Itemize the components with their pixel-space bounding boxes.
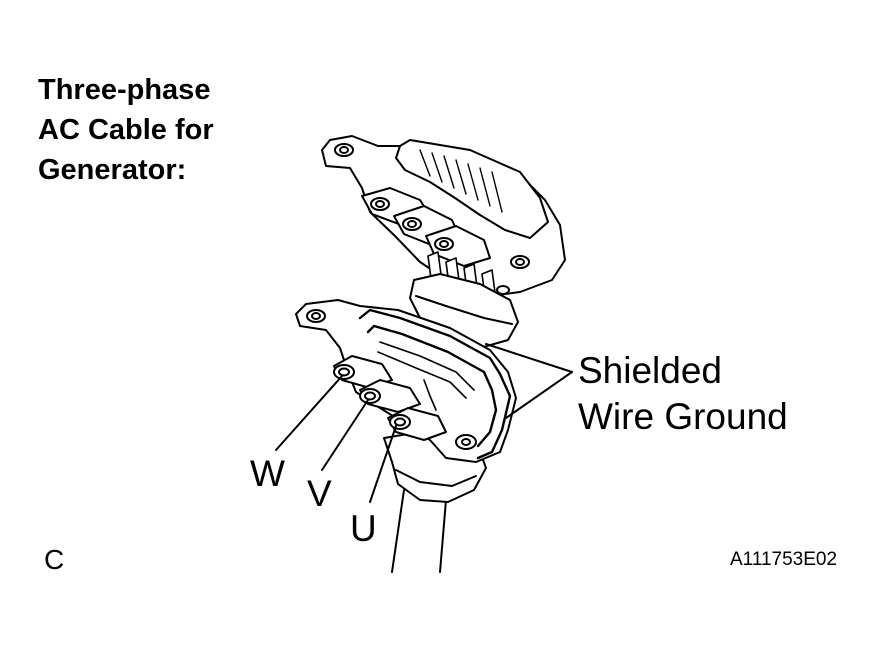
lower-pad-w	[333, 355, 393, 389]
section-letter: C	[44, 544, 65, 575]
lower-pad-v	[359, 379, 421, 413]
figure-id: A111753E02	[730, 549, 838, 570]
leader-shield-upper	[485, 343, 573, 373]
shielded-wire-ground-label: Shielded Wire Ground	[578, 348, 788, 440]
shield-bracket	[358, 308, 512, 460]
leader-lines	[275, 343, 573, 503]
callout-line-1: Shielded	[578, 350, 723, 391]
lower-connector	[295, 299, 517, 573]
diagram-title: Three-phase AC Cable for Generator:	[38, 70, 214, 190]
leader-u	[369, 425, 397, 503]
leader-v	[321, 399, 369, 471]
upper-housing	[395, 139, 549, 239]
callout-line-2: Wire Ground	[578, 396, 788, 437]
upper-ribs	[419, 149, 503, 213]
leader-shield-lower	[505, 371, 573, 419]
three-phase-cable	[391, 489, 447, 573]
phase-label-w: W	[250, 453, 285, 494]
title-line-2: AC Cable for	[38, 114, 214, 146]
phase-label-v: V	[307, 473, 332, 514]
title-line-3: Generator:	[38, 154, 187, 186]
shield-bracket-inner	[377, 341, 475, 411]
title-line-1: Three-phase	[38, 74, 211, 106]
upper-terminal-block	[321, 135, 566, 305]
leader-w	[275, 375, 343, 451]
phase-label-u: U	[350, 508, 377, 549]
